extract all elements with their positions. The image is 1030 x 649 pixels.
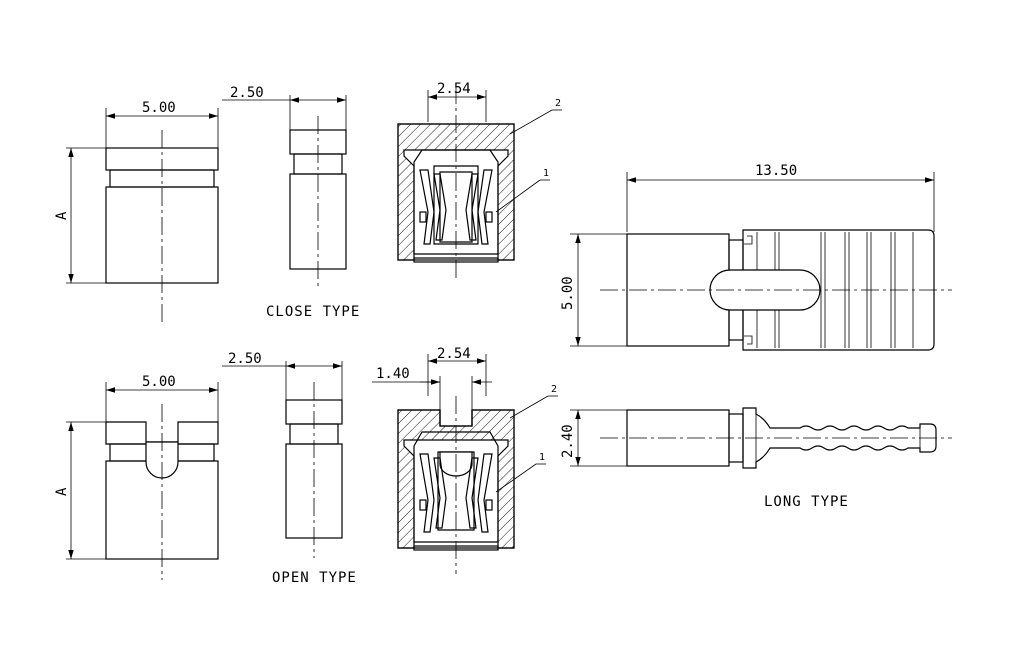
dim-long-height: 5.00 [560, 276, 576, 310]
open-front-view: 5.00 A [54, 374, 219, 580]
dim-close-section-pitch: 2.54 [437, 81, 471, 97]
open-side-view: 2.50 OPEN TYPE [222, 351, 357, 586]
dim-long-length: 13.50 [755, 163, 797, 179]
dim-open-section-pitch: 2.54 [437, 346, 471, 362]
dim-open-section-gap: 1.40 [376, 366, 410, 382]
long-top-view: 13.50 5.00 [560, 163, 952, 351]
label-close-type: CLOSE TYPE [266, 304, 360, 320]
dim-close-height: A [54, 211, 70, 220]
label-long-type: LONG TYPE [764, 494, 849, 510]
dim-open-side-width: 2.50 [228, 351, 262, 367]
callout-close-part-2: 2 [555, 98, 561, 109]
dim-open-height: A [54, 487, 70, 496]
close-side-view: 2.50 CLOSE TYPE [222, 85, 360, 320]
callout-close-part-1: 1 [543, 168, 549, 179]
close-section-view: 2.54 2 1 [397, 81, 562, 282]
open-section-view: 2.54 1.40 2 1 [372, 346, 558, 574]
dim-close-front-width: 5.00 [142, 100, 176, 116]
close-front-view: 5.00 A [54, 100, 219, 326]
callout-open-part-2: 2 [551, 384, 557, 395]
label-open-type: OPEN TYPE [272, 570, 357, 586]
long-side-view: 2.40 LONG TYPE [560, 407, 952, 510]
dim-open-front-width: 5.00 [142, 374, 176, 390]
callout-open-part-1: 1 [539, 452, 545, 463]
dim-long-pin-height: 2.40 [560, 424, 576, 458]
dim-close-side-width: 2.50 [230, 85, 264, 101]
